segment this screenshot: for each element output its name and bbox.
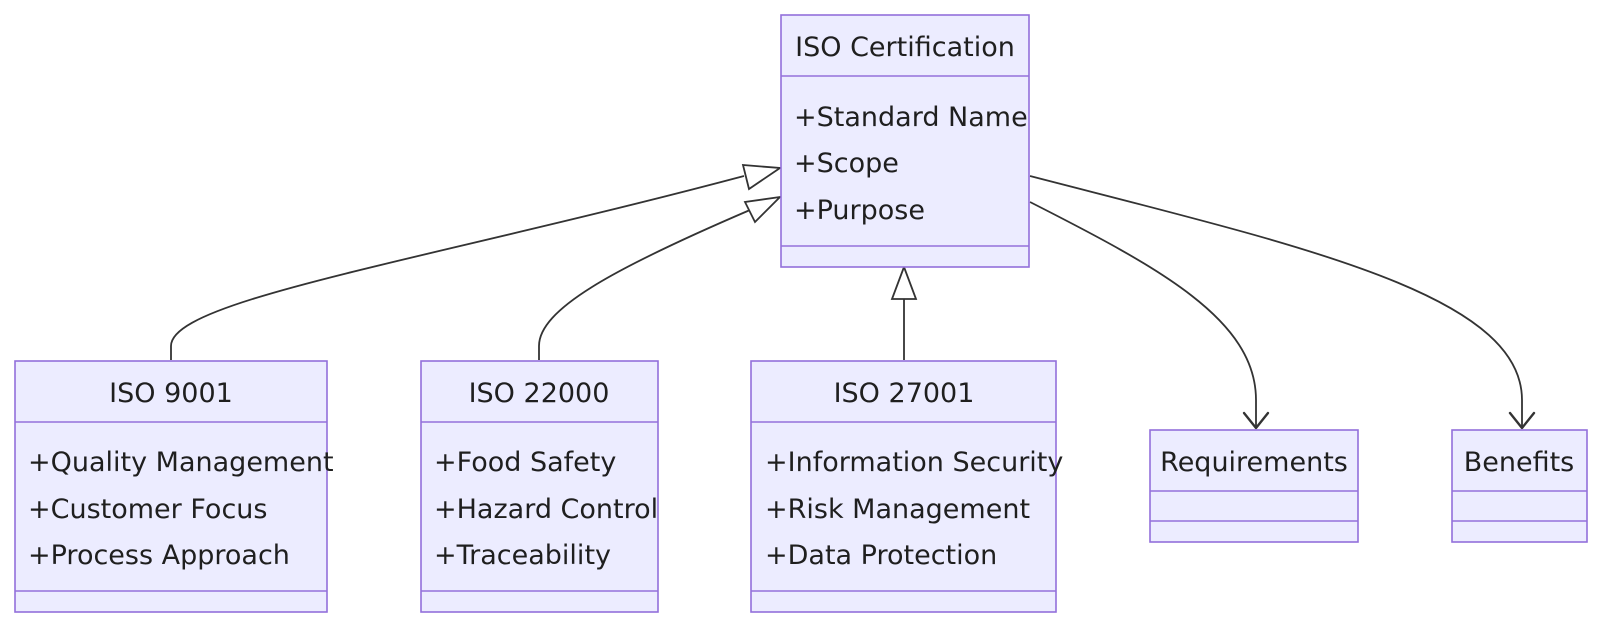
class-requirements[interactable]: Requirements [1149, 429, 1359, 543]
class-attribute: +Process Approach [28, 540, 290, 571]
class-title: ISO Certification [795, 32, 1015, 63]
class-title: Benefits [1464, 447, 1575, 478]
class-box [750, 360, 1057, 613]
class-iso-9001[interactable]: ISO 9001 +Quality Management +Customer F… [14, 360, 334, 613]
class-iso-certification[interactable]: ISO Certification +Standard Name +Scope … [780, 14, 1030, 268]
class-attribute: +Risk Management [765, 494, 1030, 525]
class-box [14, 360, 328, 613]
class-box [1149, 429, 1359, 543]
arrowhead-requirements [1242, 411, 1270, 430]
class-title: ISO 27001 [834, 378, 975, 409]
class-attribute: +Customer Focus [28, 494, 267, 525]
class-attribute: +Food Safety [434, 447, 616, 478]
class-attribute: +Standard Name [794, 102, 1028, 133]
class-attribute: +Information Security [765, 447, 1063, 478]
edge-iso-certification-to-benefits [1029, 175, 1523, 428]
class-attribute: +Data Protection [765, 540, 997, 571]
class-title: ISO 22000 [469, 378, 610, 409]
inheritance-arrowhead-iso-27001 [890, 264, 918, 300]
edge-iso-certification-to-requirements [1029, 201, 1257, 428]
class-iso-27001[interactable]: ISO 27001 +Information Security +Risk Ma… [750, 360, 1063, 613]
class-title: Requirements [1160, 447, 1348, 478]
class-attribute: +Hazard Control [434, 494, 658, 525]
class-iso-22000[interactable]: ISO 22000 +Food Safety +Hazard Control +… [420, 360, 659, 613]
edge-iso-22000-to-iso-certification [538, 209, 751, 360]
class-attribute: +Traceability [434, 540, 611, 571]
edge-iso-9001-to-iso-certification [170, 175, 745, 360]
edges [170, 164, 1536, 430]
class-title: ISO 9001 [109, 378, 233, 409]
class-benefits[interactable]: Benefits [1451, 429, 1588, 543]
arrowhead-benefits [1508, 411, 1536, 430]
class-attribute: +Scope [794, 148, 899, 179]
class-box [780, 14, 1030, 268]
class-box [1451, 429, 1588, 543]
class-attribute: +Purpose [794, 195, 925, 226]
class-box [420, 360, 659, 613]
inheritance-arrowhead-iso-22000 [743, 195, 783, 224]
class-attribute: +Quality Management [28, 447, 334, 478]
inheritance-arrowhead-iso-9001 [741, 164, 783, 191]
